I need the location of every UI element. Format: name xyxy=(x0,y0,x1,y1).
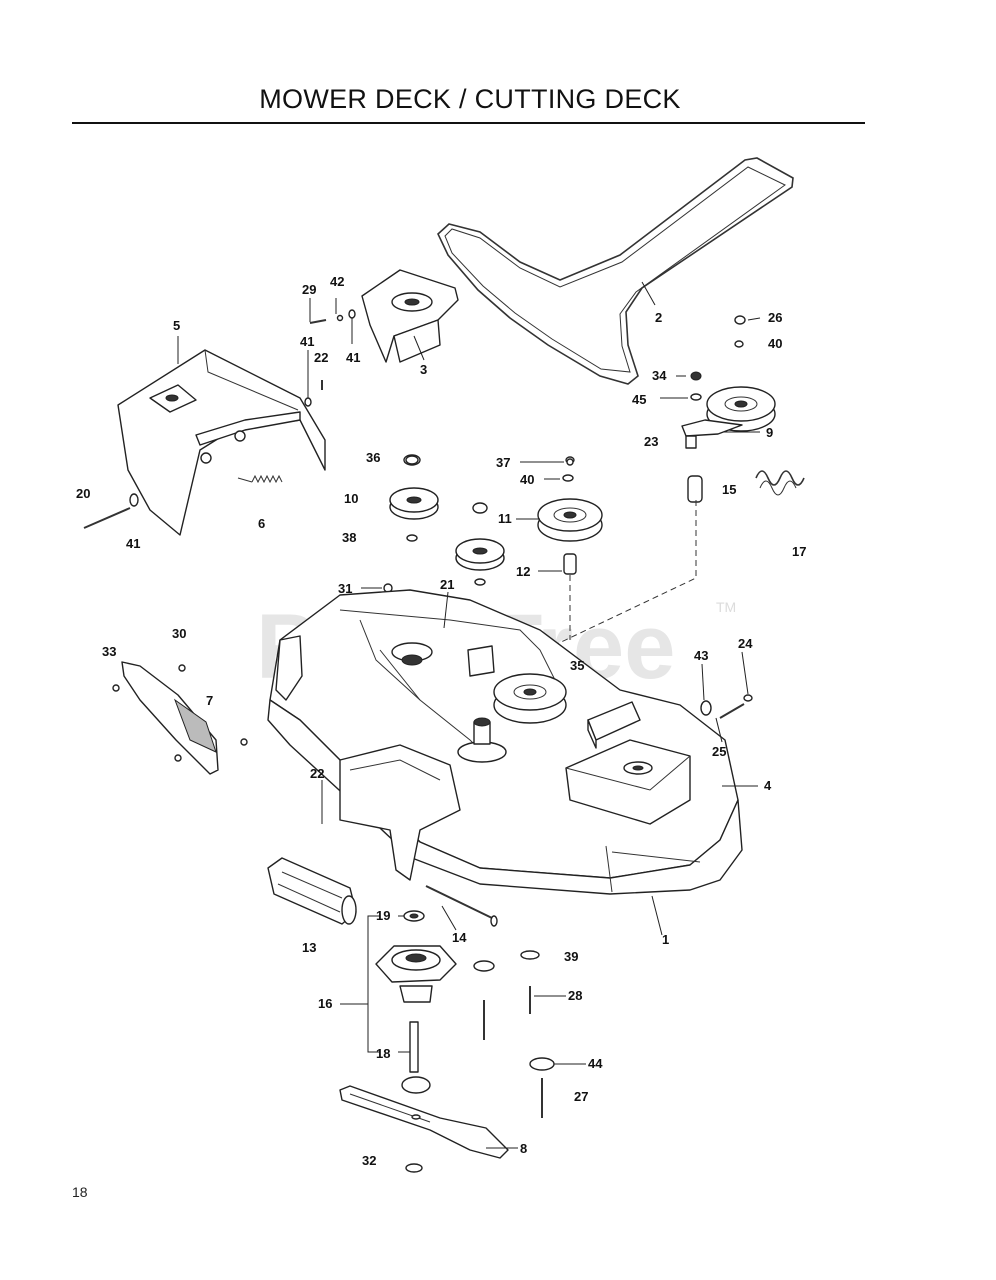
callout-28: 28 xyxy=(568,988,582,1003)
part-adapter-13 xyxy=(267,857,357,925)
callout-labels: 2 26 40 3 5 29 42 41 41 22 34 45 23 9 15… xyxy=(76,274,806,1168)
callout-21: 21 xyxy=(440,577,454,592)
part-bolt-20 xyxy=(83,493,139,529)
callout-23: 23 xyxy=(644,434,658,449)
callout-6: 6 xyxy=(258,516,265,531)
part-hardware-right xyxy=(700,694,753,719)
watermark-trademark: TM xyxy=(716,599,736,615)
title-rule xyxy=(72,122,865,124)
callout-39: 39 xyxy=(564,949,578,964)
callout-3: 3 xyxy=(420,362,427,377)
callout-9: 9 xyxy=(766,425,773,440)
callout-20: 20 xyxy=(76,486,90,501)
callout-1: 1 xyxy=(662,932,669,947)
leader-lines xyxy=(177,281,761,1149)
part-idler-11 xyxy=(537,456,603,575)
callout-32: 32 xyxy=(362,1153,376,1168)
callout-41-top-left: 41 xyxy=(300,334,314,349)
callout-5: 5 xyxy=(173,318,180,333)
callout-22-top: 22 xyxy=(314,350,328,365)
callout-29: 29 xyxy=(302,282,316,297)
callout-42: 42 xyxy=(330,274,344,289)
callout-14: 14 xyxy=(452,930,467,945)
callout-37: 37 xyxy=(496,455,510,470)
part-spring-17 xyxy=(755,470,805,496)
callout-18: 18 xyxy=(376,1046,390,1061)
part-pulley-10 xyxy=(389,454,439,542)
callout-10: 10 xyxy=(344,491,358,506)
part-belt xyxy=(437,157,794,385)
callout-41-left: 41 xyxy=(126,536,140,551)
page-title: MOWER DECK / CUTTING DECK xyxy=(259,84,681,114)
dashed-assembly-lines xyxy=(497,500,697,673)
callout-36: 36 xyxy=(366,450,380,465)
callout-13: 13 xyxy=(302,940,316,955)
callout-35: 35 xyxy=(570,658,584,673)
callout-30: 30 xyxy=(172,626,186,641)
part-mower-deck xyxy=(267,589,743,895)
callout-40-mid: 40 xyxy=(520,472,534,487)
part-hardware-top xyxy=(304,309,356,407)
callout-2: 2 xyxy=(655,310,662,325)
callout-15: 15 xyxy=(722,482,736,497)
callout-45: 45 xyxy=(632,392,646,407)
part-hardware-center xyxy=(473,950,555,1118)
callout-19: 19 xyxy=(376,908,390,923)
callout-16: 16 xyxy=(318,996,332,1011)
callout-24: 24 xyxy=(738,636,753,651)
part-spindle-16 xyxy=(375,910,457,1094)
callout-22-mid: 22 xyxy=(310,766,324,781)
callout-43: 43 xyxy=(694,648,708,663)
callout-40-right: 40 xyxy=(768,336,782,351)
callout-34: 34 xyxy=(652,368,667,383)
part-idler-upper-right xyxy=(681,315,776,503)
part-arm-7 xyxy=(112,661,248,775)
callout-8: 8 xyxy=(520,1141,527,1156)
part-belt-cover xyxy=(117,349,326,536)
page-number: 18 xyxy=(72,1184,88,1200)
callout-25: 25 xyxy=(712,744,726,759)
callout-11: 11 xyxy=(498,511,512,526)
callout-7: 7 xyxy=(206,693,213,708)
part-spring-6 xyxy=(237,474,283,484)
part-pulley-mid xyxy=(455,502,505,586)
part-bracket-3 xyxy=(361,269,459,363)
callout-38: 38 xyxy=(342,530,356,545)
callout-17: 17 xyxy=(792,544,806,559)
callout-33: 33 xyxy=(102,644,116,659)
callout-12: 12 xyxy=(516,564,530,579)
callout-4: 4 xyxy=(764,778,772,793)
callout-41-top-right: 41 xyxy=(346,350,360,365)
callout-26: 26 xyxy=(768,310,782,325)
callout-27: 27 xyxy=(574,1089,588,1104)
part-blade-8 xyxy=(339,1085,509,1173)
callout-44: 44 xyxy=(588,1056,603,1071)
part-bolt-14 xyxy=(425,885,498,927)
callout-31: 31 xyxy=(338,581,352,596)
